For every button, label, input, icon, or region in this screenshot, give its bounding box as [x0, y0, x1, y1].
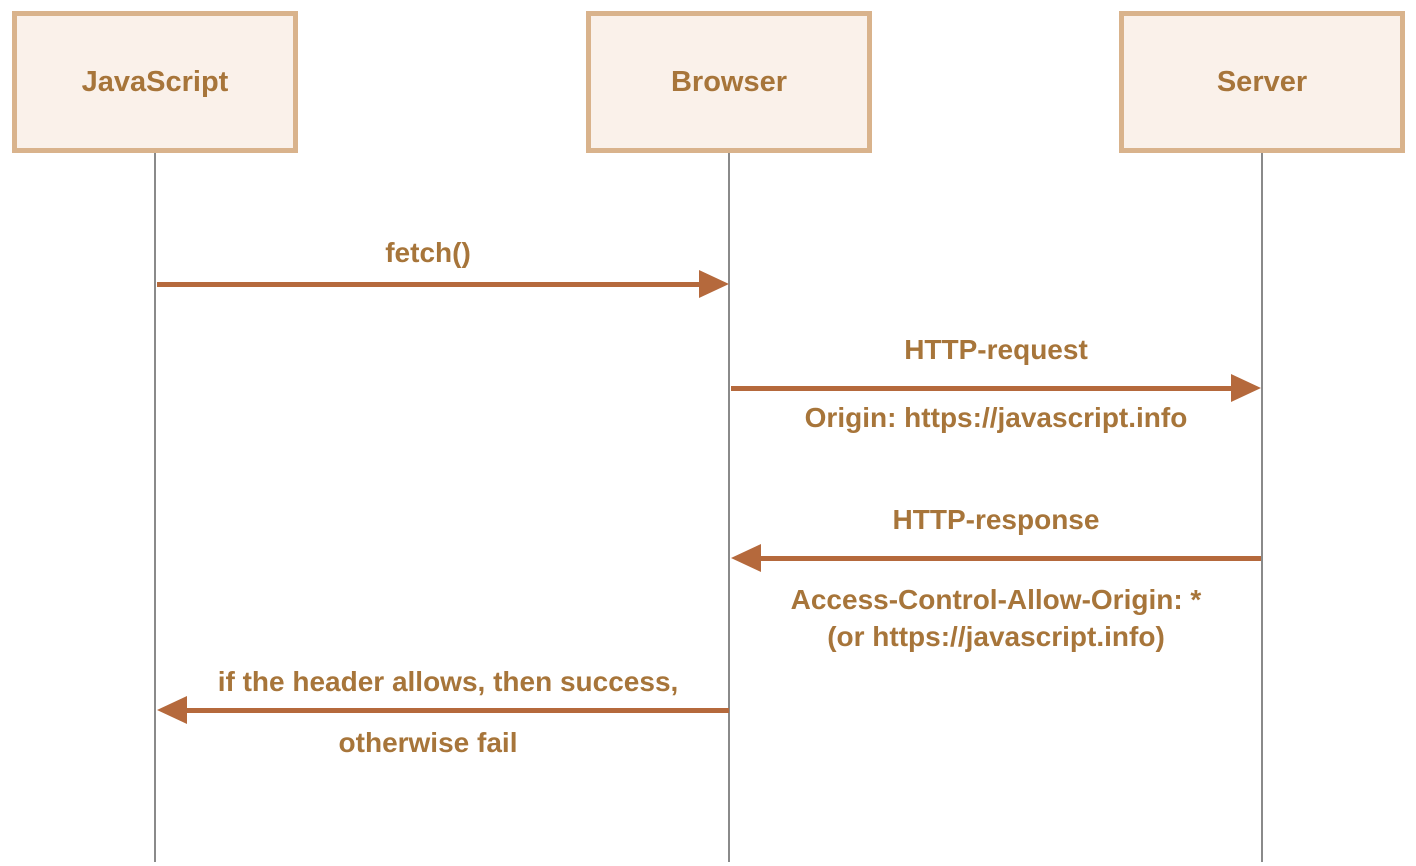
- message-arrow-http-request: [731, 386, 1231, 391]
- actor-label-javascript: JavaScript: [81, 65, 229, 98]
- message-detail-origin-header: Origin: https://javascript.info: [804, 402, 1188, 433]
- message-arrow-fetch: [157, 282, 699, 287]
- arrowhead-left-icon: [731, 544, 761, 572]
- arrowhead-left-icon: [157, 696, 187, 724]
- arrowhead-right-icon: [1231, 374, 1261, 402]
- message-arrow-result: [187, 708, 729, 713]
- actor-box-server: Server: [1119, 11, 1405, 153]
- message-label-http-response: HTTP-response: [892, 504, 1100, 535]
- message-detail-allow-origin-header: Access-Control-Allow-Origin: *: [790, 584, 1202, 615]
- actor-box-javascript: JavaScript: [12, 11, 298, 153]
- message-label-result-success: if the header allows, then success,: [217, 666, 679, 697]
- actor-box-browser: Browser: [586, 11, 872, 153]
- lifeline-javascript: [154, 153, 156, 862]
- arrowhead-right-icon: [699, 270, 729, 298]
- message-label-result-fail: otherwise fail: [338, 727, 518, 758]
- message-arrow-http-response: [761, 556, 1261, 561]
- lifeline-server: [1261, 153, 1263, 862]
- lifeline-browser: [728, 153, 730, 862]
- message-detail-allow-origin-alt: (or https://javascript.info): [827, 621, 1165, 652]
- actor-label-browser: Browser: [670, 65, 788, 98]
- actor-label-server: Server: [1216, 65, 1308, 98]
- message-label-fetch: fetch(): [385, 237, 471, 268]
- message-label-http-request: HTTP-request: [904, 334, 1088, 365]
